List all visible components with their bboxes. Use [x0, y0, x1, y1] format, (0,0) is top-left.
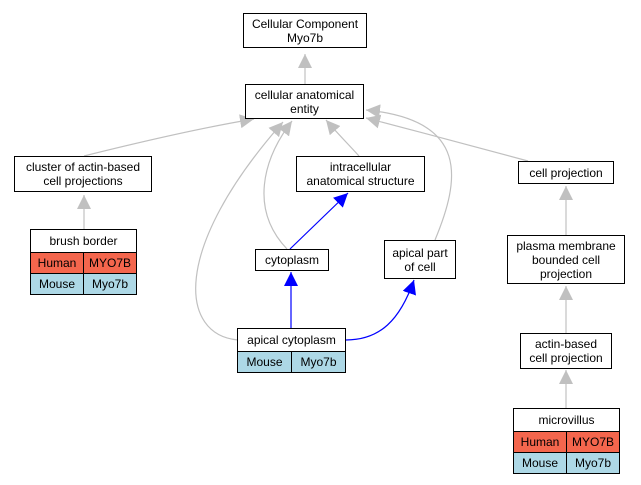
node-title: brush border: [31, 230, 136, 253]
node-label-line: intracellular: [329, 160, 392, 174]
node-label-line: cluster of actin-based: [25, 160, 141, 174]
gene-cell[interactable]: Myo7b: [83, 274, 136, 294]
edge-apicalcytoplasm-partof-apicalpart: [345, 279, 416, 341]
species-cell: Human: [520, 435, 560, 449]
edge-intracellular-to-cae: [325, 119, 360, 157]
species-cell: Mouse: [38, 277, 76, 291]
node-label-line: actin-based: [534, 337, 598, 351]
node-label-line: cell projections: [43, 174, 123, 188]
edge-apicalpart-to-cae: [365, 104, 453, 241]
node-cluster-of-actin-based-cell-projections[interactable]: cluster of actin-based cell projections: [14, 156, 152, 192]
gene-row-human: Human MYO7B: [31, 253, 136, 273]
node-label-line: plasma membrane: [516, 238, 616, 253]
gene-cell[interactable]: MYO7B: [83, 253, 136, 273]
node-cellular-anatomical-entity[interactable]: cellular anatomical entity: [245, 84, 364, 119]
node-label-line: cell projection: [529, 351, 603, 365]
edge-cluster-to-cae: [83, 114, 255, 157]
node-label-line: anatomical structure: [306, 174, 415, 188]
node-title: microvillus: [514, 409, 619, 432]
node-brush-border[interactable]: brush border Human MYO7B Mouse Myo7b: [30, 229, 137, 295]
node-label-line: bounded cell: [531, 252, 601, 267]
gene-row-mouse: Mouse Myo7b: [31, 273, 136, 294]
species-cell: Mouse: [246, 355, 283, 369]
edge-cellprojection-to-cae: [365, 114, 529, 162]
node-label-line: Cellular Component: [251, 16, 359, 31]
species-cell: Human: [37, 256, 77, 270]
node-label-line: cellular anatomical: [254, 87, 355, 102]
node-apical-part-of-cell[interactable]: apical part of cell: [384, 240, 456, 279]
gene-row-mouse: Mouse Myo7b: [238, 352, 345, 372]
node-microvillus[interactable]: microvillus Human MYO7B Mouse Myo7b: [513, 408, 620, 474]
gene-cell[interactable]: Myo7b: [566, 453, 619, 473]
node-label-line: apical part: [392, 245, 448, 260]
node-apical-cytoplasm[interactable]: apical cytoplasm Mouse Myo7b: [237, 328, 346, 373]
node-label-line: projection: [539, 266, 593, 281]
node-label-line: cell projection: [529, 165, 603, 180]
node-intracellular-anatomical-structure[interactable]: intracellular anatomical structure: [296, 156, 425, 192]
node-label-line: cytoplasm: [264, 253, 320, 267]
node-plasma-membrane-bounded-cell-projection[interactable]: plasma membrane bounded cell projection: [507, 235, 625, 284]
node-label-line: Myo7b: [286, 30, 324, 45]
node-cellular-component-myo7b[interactable]: Cellular Component Myo7b: [243, 13, 367, 48]
node-label-line: entity: [290, 101, 319, 116]
gene-row-human: Human MYO7B: [514, 432, 619, 452]
node-cytoplasm[interactable]: cytoplasm: [255, 249, 329, 271]
edge-cytoplasm-partof-intracellular: [289, 192, 349, 250]
node-title: apical cytoplasm: [238, 329, 345, 352]
gene-cell[interactable]: MYO7B: [566, 432, 619, 452]
gene-cell[interactable]: Myo7b: [291, 352, 345, 372]
node-actin-based-cell-projection[interactable]: actin-based cell projection: [520, 333, 612, 369]
edge-apical-cytoplasm-to-cae: [195, 121, 284, 341]
species-cell: Mouse: [521, 456, 559, 470]
node-label-line: of cell: [404, 259, 436, 274]
node-cell-projection[interactable]: cell projection: [518, 161, 614, 184]
gene-row-mouse: Mouse Myo7b: [514, 452, 619, 473]
